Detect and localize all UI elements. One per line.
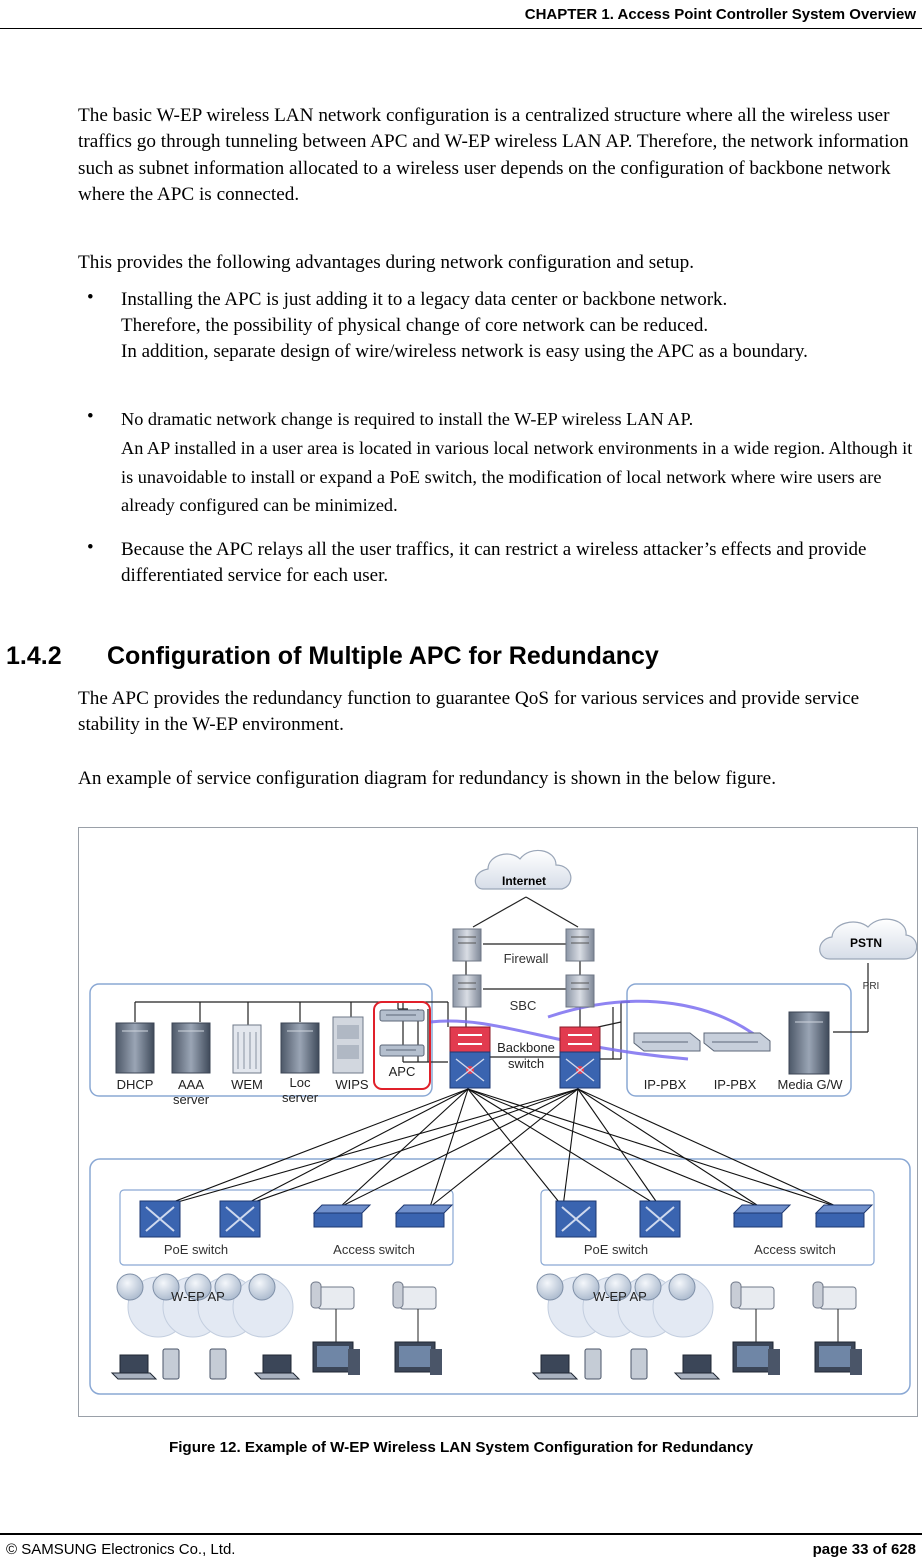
desktop-pc-icon — [814, 1341, 862, 1375]
advantages-intro: This provides the following advantages d… — [78, 252, 694, 273]
sbc-label: SBC — [510, 998, 537, 1013]
footer-rule — [0, 1533, 922, 1535]
internet-label: Internet — [502, 874, 546, 888]
section-paragraph: The APC provides the redundancy function… — [78, 688, 860, 736]
section-number: 1.4.2 — [6, 642, 62, 670]
media-gw-label: Media G/W — [777, 1077, 843, 1092]
apc-label: APC — [389, 1064, 416, 1079]
left-poe-switch-label: PoE switch — [164, 1242, 228, 1257]
wips-label: WIPS — [335, 1077, 369, 1092]
poe-switch-icon — [219, 1200, 261, 1238]
mobile-device-icon — [162, 1348, 180, 1380]
internet-cloud-icon — [474, 849, 572, 890]
right-poe-switch-label: PoE switch — [584, 1242, 648, 1257]
right-ap-coverage — [547, 1276, 714, 1338]
network-diagram-figure: Internet PSTN PRI Firewall SBC Backbone … — [78, 827, 918, 1417]
bullet-marker: • — [87, 287, 94, 308]
figure-caption: Figure 12. Example of W-EP Wireless LAN … — [168, 1439, 754, 1456]
bullet-marker: • — [87, 537, 94, 558]
bullet-3: Because the APC relays all the user traf… — [121, 539, 867, 587]
core-links — [134, 896, 869, 1063]
intro-paragraph: The basic W-EP wireless LAN network conf… — [78, 105, 909, 205]
apc-highlight — [373, 1001, 431, 1090]
loc-server-icon — [280, 1022, 320, 1074]
apc-device-1-icon — [379, 1009, 425, 1022]
desktop-pc-icon — [732, 1341, 780, 1375]
footer-copyright: © SAMSUNG Electronics Co., Ltd. — [6, 1541, 236, 1558]
bullet-2-line1: No dramatic network change is required t… — [121, 409, 694, 429]
poe-switch-icon — [639, 1200, 681, 1238]
pbx-wan-link — [547, 999, 769, 1047]
wips-server-icon — [332, 1016, 364, 1074]
mobile-device-icon — [584, 1348, 602, 1380]
wem-label: WEM — [231, 1077, 263, 1092]
firewall-label: Firewall — [504, 951, 549, 966]
bullet-2-line2: An AP installed in a user area is locate… — [121, 438, 913, 515]
bullet-marker: • — [87, 406, 94, 427]
loc-label-2: server — [282, 1090, 319, 1105]
laptop-icon — [673, 1354, 721, 1380]
left-access-switch-label: Access switch — [333, 1242, 415, 1257]
ip-pbx-1-label: IP-PBX — [644, 1077, 687, 1092]
sbc-left-icon — [452, 974, 482, 1008]
right-access-switch-label: Access switch — [754, 1242, 836, 1257]
network-diagram: Internet PSTN PRI Firewall SBC Backbone … — [78, 827, 918, 1417]
access-switch-icon — [312, 1204, 372, 1228]
wem-server-icon — [232, 1024, 262, 1074]
loc-label-1: Loc — [290, 1075, 311, 1090]
section-title: Configuration of Multiple APC for Redund… — [107, 642, 659, 670]
media-gw-icon — [788, 1011, 830, 1075]
left-wep-ap-label: W-EP AP — [171, 1289, 225, 1304]
right-wep-ap-label: W-EP AP — [593, 1289, 647, 1304]
access-switch-icon — [394, 1204, 454, 1228]
mobile-device-icon — [630, 1348, 648, 1380]
bullet-1-line2: Therefore, the possibility of physical c… — [121, 315, 709, 336]
mobile-device-icon — [209, 1348, 227, 1380]
backbone-label-1: Backbone — [497, 1040, 555, 1055]
aaa-label-2: server — [173, 1092, 210, 1107]
backbone-label-2: switch — [508, 1056, 544, 1071]
ip-pbx-1-icon — [633, 1032, 701, 1052]
dhcp-server-icon — [115, 1022, 155, 1074]
bullet-1-line1: Installing the APC is just adding it to … — [121, 289, 728, 310]
header-rule — [0, 28, 922, 29]
ip-phone-icon — [392, 1281, 437, 1310]
pstn-label: PSTN — [850, 936, 882, 950]
chapter-header: CHAPTER 1. Access Point Controller Syste… — [524, 6, 916, 23]
backbone-switch-right-icon — [559, 1026, 601, 1089]
aaa-server-icon — [171, 1022, 211, 1074]
pstn-cloud-icon — [819, 918, 918, 960]
apc-wan-link — [429, 1019, 689, 1061]
apc-device-2-icon — [379, 1044, 425, 1057]
laptop-icon — [531, 1354, 579, 1380]
firewall-left-icon — [452, 928, 482, 962]
section-figure-intro: An example of service configuration diag… — [78, 768, 776, 789]
poe-switch-icon — [139, 1200, 181, 1238]
desktop-pc-icon — [312, 1341, 360, 1375]
pri-label: PRI — [863, 981, 880, 992]
dhcp-label: DHCP — [117, 1077, 154, 1092]
trunk-lines — [159, 1088, 839, 1208]
desktop-pc-icon — [394, 1341, 442, 1375]
wep-ap-icon — [116, 1273, 276, 1301]
desk-links — [335, 1309, 839, 1342]
aaa-label-1: AAA — [178, 1077, 204, 1092]
sbc-right-icon — [565, 974, 595, 1008]
left-switch-group — [119, 1189, 454, 1266]
ip-pbx-2-icon — [703, 1032, 771, 1052]
access-switch-icon — [814, 1204, 874, 1228]
wep-ap-icon — [536, 1273, 696, 1301]
ip-pbx-2-label: IP-PBX — [714, 1077, 757, 1092]
backbone-switch-left-icon — [449, 1026, 491, 1089]
right-switch-group — [540, 1189, 875, 1266]
ip-phone-icon — [730, 1281, 775, 1310]
bullet-1-line3: In addition, separate design of wire/wir… — [121, 341, 808, 362]
access-switch-icon — [732, 1204, 792, 1228]
footer-page-number: page 33 of 628 — [812, 1541, 916, 1558]
laptop-icon — [110, 1354, 158, 1380]
firewall-right-icon — [565, 928, 595, 962]
poe-switch-icon — [555, 1200, 597, 1238]
laptop-icon — [253, 1354, 301, 1380]
